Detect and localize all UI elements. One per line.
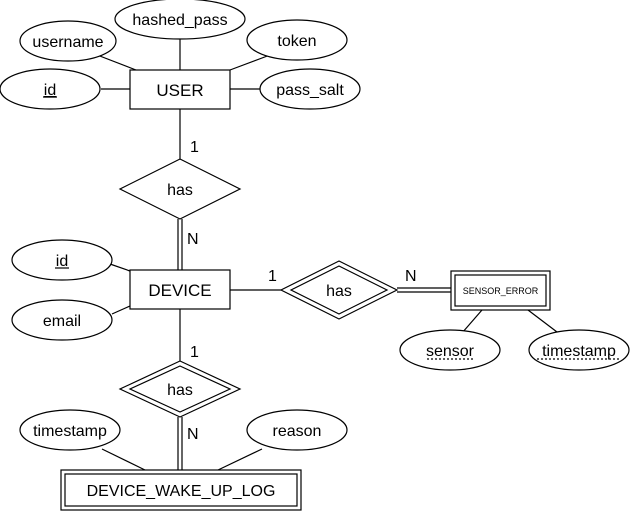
attribute-user-id-label: id <box>44 82 56 99</box>
cardinality-device-sensor-side-1: 1 <box>268 268 277 285</box>
attribute-user-id: id <box>0 68 101 110</box>
entity-user-label: USER <box>156 81 203 100</box>
line-log-timestamp <box>101 448 146 471</box>
entity-user-box <box>129 69 231 110</box>
attribute-device-id: id <box>11 239 113 281</box>
attribute-token-ellipse <box>246 19 348 61</box>
entity-device-wake-up-log-label: DEVICE_WAKE_UP_LOG <box>87 483 276 500</box>
cardinality-device-side: N <box>187 231 199 248</box>
cardinality-device-log-side-1: 1 <box>190 344 199 361</box>
line-sensor-error-sensor <box>461 309 483 334</box>
attribute-sensor-error-timestamp-label: timestamp <box>542 343 616 360</box>
attribute-user-id-ellipse <box>0 68 101 110</box>
entity-device-wake-up-log-box-inner <box>64 473 298 507</box>
relationship-device-has-wake-log: has <box>118 360 242 418</box>
attribute-reason: reason <box>246 409 348 451</box>
line-sensor-error-timestamp <box>527 309 558 333</box>
entity-device-label: DEVICE <box>148 281 211 300</box>
attribute-pass-salt-label: pass_salt <box>276 82 344 99</box>
attribute-sensor-ellipse <box>399 329 501 371</box>
relationship-device-has-sensor-error-label: has <box>326 283 352 300</box>
connector-lines <box>91 38 558 471</box>
attribute-sensor-label: sensor <box>426 343 475 360</box>
attribute-hashed-pass: hashed_pass <box>114 0 246 40</box>
attribute-sensor: sensor <box>399 329 501 371</box>
entity-sensor-error: SENSOR_ERROR <box>450 270 551 311</box>
attribute-email-label: email <box>43 313 81 330</box>
attribute-log-timestamp-ellipse <box>19 409 121 451</box>
line-log-reason <box>217 448 263 471</box>
relationship-device-has-sensor-error: has <box>279 260 399 320</box>
attribute-username-ellipse <box>19 20 117 62</box>
entity-sensor-error-label: SENSOR_ERROR <box>463 286 539 296</box>
entity-device-wake-up-log: DEVICE_WAKE_UP_LOG <box>60 469 302 511</box>
relationship-device-has-wake-log-label: has <box>167 382 193 399</box>
attribute-log-timestamp: timestamp <box>19 409 121 451</box>
attribute-log-timestamp-label: timestamp <box>33 423 107 440</box>
entity-sensor-error-box-inner <box>454 274 547 307</box>
relationship-device-has-sensor-error-diamond-inner <box>289 265 389 315</box>
attribute-sensor-error-timestamp: timestamp <box>528 329 630 371</box>
cardinality-user-side: 1 <box>190 139 199 156</box>
entity-user: USER <box>129 69 231 110</box>
attribute-pass-salt-ellipse <box>259 68 361 110</box>
attribute-token-label: token <box>277 33 316 50</box>
line-device-id <box>109 263 131 272</box>
line-user-token <box>229 54 271 71</box>
cardinality-log-side-n: N <box>187 426 199 443</box>
attribute-email: email <box>11 299 113 341</box>
attribute-hashed-pass-label: hashed_pass <box>132 12 227 29</box>
relationship-user-has-device-label: has <box>167 182 193 199</box>
cardinality-sensor-error-side-n: N <box>405 268 417 285</box>
attribute-token: token <box>246 19 348 61</box>
entity-device: DEVICE <box>129 269 231 310</box>
attribute-pass-salt: pass_salt <box>259 68 361 110</box>
entity-device-box <box>129 269 231 310</box>
relationship-device-has-wake-log-diamond-inner <box>128 365 232 413</box>
attribute-reason-ellipse <box>246 409 348 451</box>
relationship-user-has-device: has <box>118 158 242 220</box>
attribute-device-id-ellipse <box>11 239 113 281</box>
relationship-user-has-device-diamond <box>118 158 242 220</box>
attribute-reason-label: reason <box>273 423 322 440</box>
attribute-hashed-pass-ellipse <box>114 0 246 40</box>
attribute-device-id-label: id <box>56 253 68 270</box>
attribute-email-ellipse <box>11 299 113 341</box>
attribute-username-label: username <box>32 34 103 51</box>
line-device-email <box>111 305 131 315</box>
attribute-username: username <box>19 20 117 62</box>
attribute-sensor-error-timestamp-ellipse <box>528 329 630 371</box>
